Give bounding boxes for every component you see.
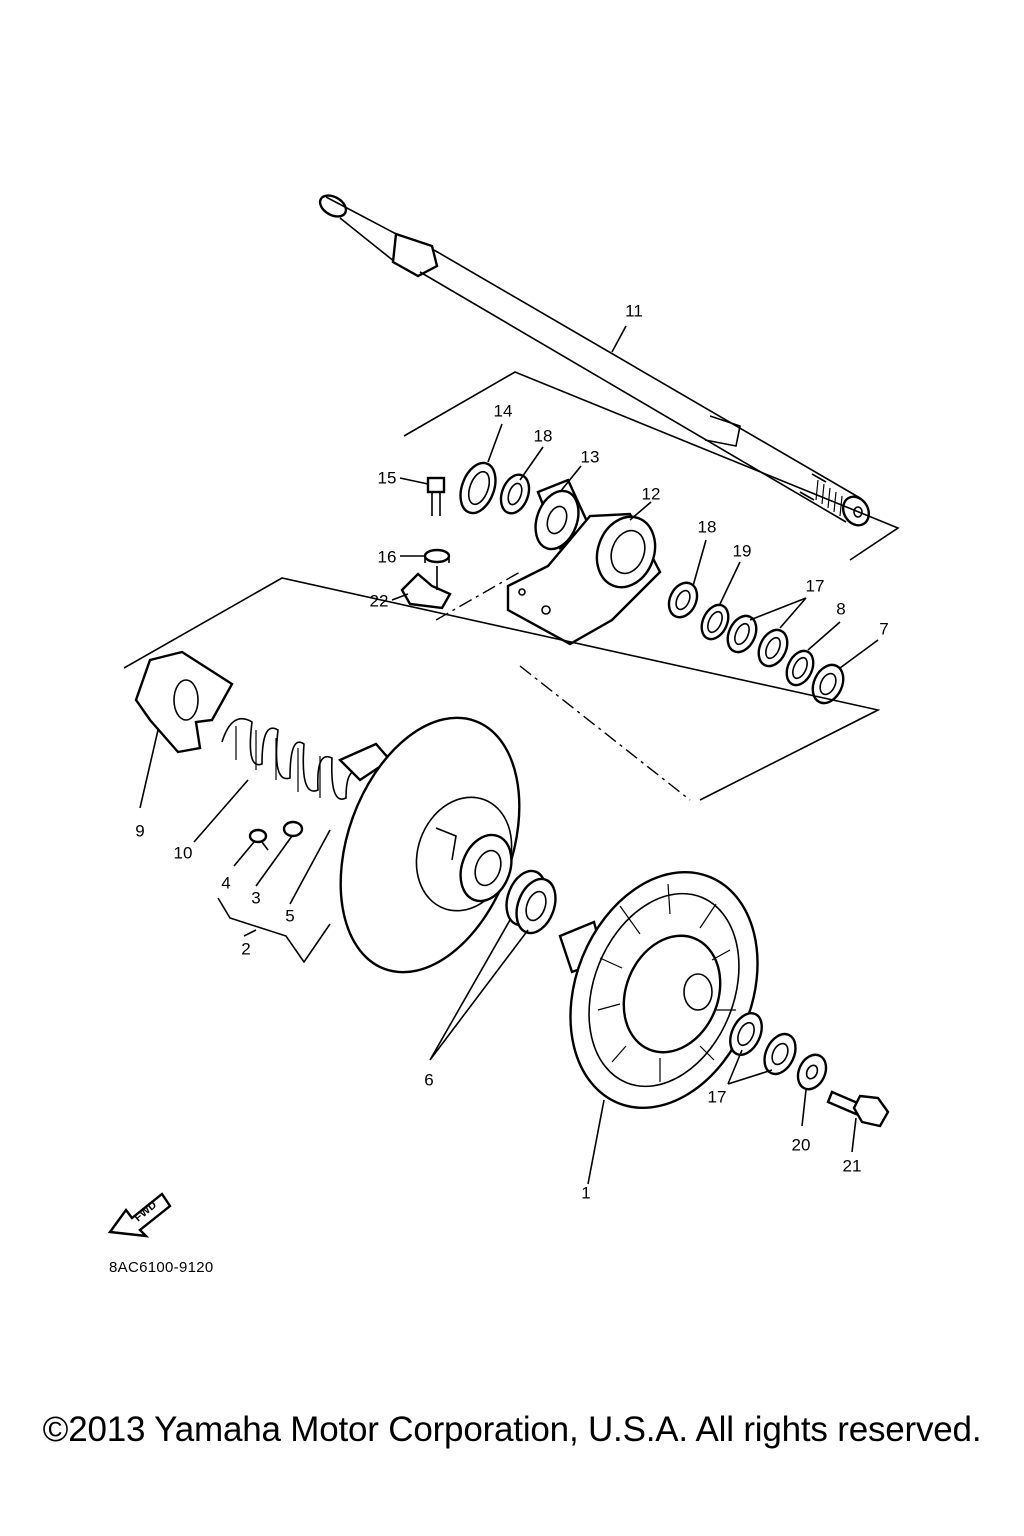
copyright-notice: ©2013 Yamaha Motor Corporation, U.S.A. A… (42, 1410, 982, 1449)
callout-8: 8 (836, 599, 846, 619)
spring-part-10 (221, 717, 361, 800)
callout-19: 19 (732, 541, 752, 561)
callout-11: 11 (625, 301, 643, 321)
callout-18-upper: 18 (533, 426, 553, 446)
callout-18-right: 18 (697, 517, 717, 537)
callout-5: 5 (285, 906, 295, 926)
callout-9: 9 (135, 821, 145, 841)
callout-16: 16 (377, 547, 397, 567)
spring-seat-cam-part-9 (134, 650, 234, 754)
leader-lines (139, 325, 879, 1185)
nut-part-16 (423, 548, 451, 564)
callout-10: 10 (173, 843, 193, 863)
weight-part-4 (248, 828, 269, 851)
callout-17-upper: 17 (805, 576, 825, 596)
washer-stack (667, 581, 845, 705)
callout-6: 6 (424, 1070, 434, 1090)
callout-17-lower: 17 (707, 1087, 727, 1107)
diagram-part-code: 8AC6100-9120 (109, 1259, 214, 1276)
callout-14: 14 (493, 401, 513, 421)
forward-direction-arrow: FWD (107, 1192, 172, 1238)
callout-15: 15 (377, 468, 397, 488)
washer-part-17-lower (729, 1012, 797, 1076)
callout-4: 4 (221, 873, 231, 893)
callout-3: 3 (251, 888, 261, 908)
callout-12: 12 (641, 484, 661, 504)
callout-20: 20 (791, 1135, 811, 1155)
shaft-part-11 (318, 194, 871, 527)
callout-1: 1 (581, 1183, 591, 1203)
washer-part-18-upper (499, 473, 531, 515)
callout-13: 13 (580, 447, 600, 467)
callout-7: 7 (879, 619, 889, 639)
washer-part-20 (796, 1053, 828, 1091)
clamp-part-22 (400, 572, 452, 610)
callout-21: 21 (842, 1156, 862, 1176)
fixed-sheave-part-1 (558, 870, 759, 1110)
bushing-part-6 (505, 869, 557, 935)
bolt-part-15 (426, 476, 446, 516)
circlip-part-14 (459, 461, 497, 515)
callout-22: 22 (369, 591, 389, 611)
movable-sheave (337, 716, 521, 974)
callout-2: 2 (241, 939, 251, 959)
weight-part-3 (282, 820, 304, 838)
bolt-part-21 (826, 1090, 890, 1128)
bearing-housing-part-12 (506, 512, 662, 646)
